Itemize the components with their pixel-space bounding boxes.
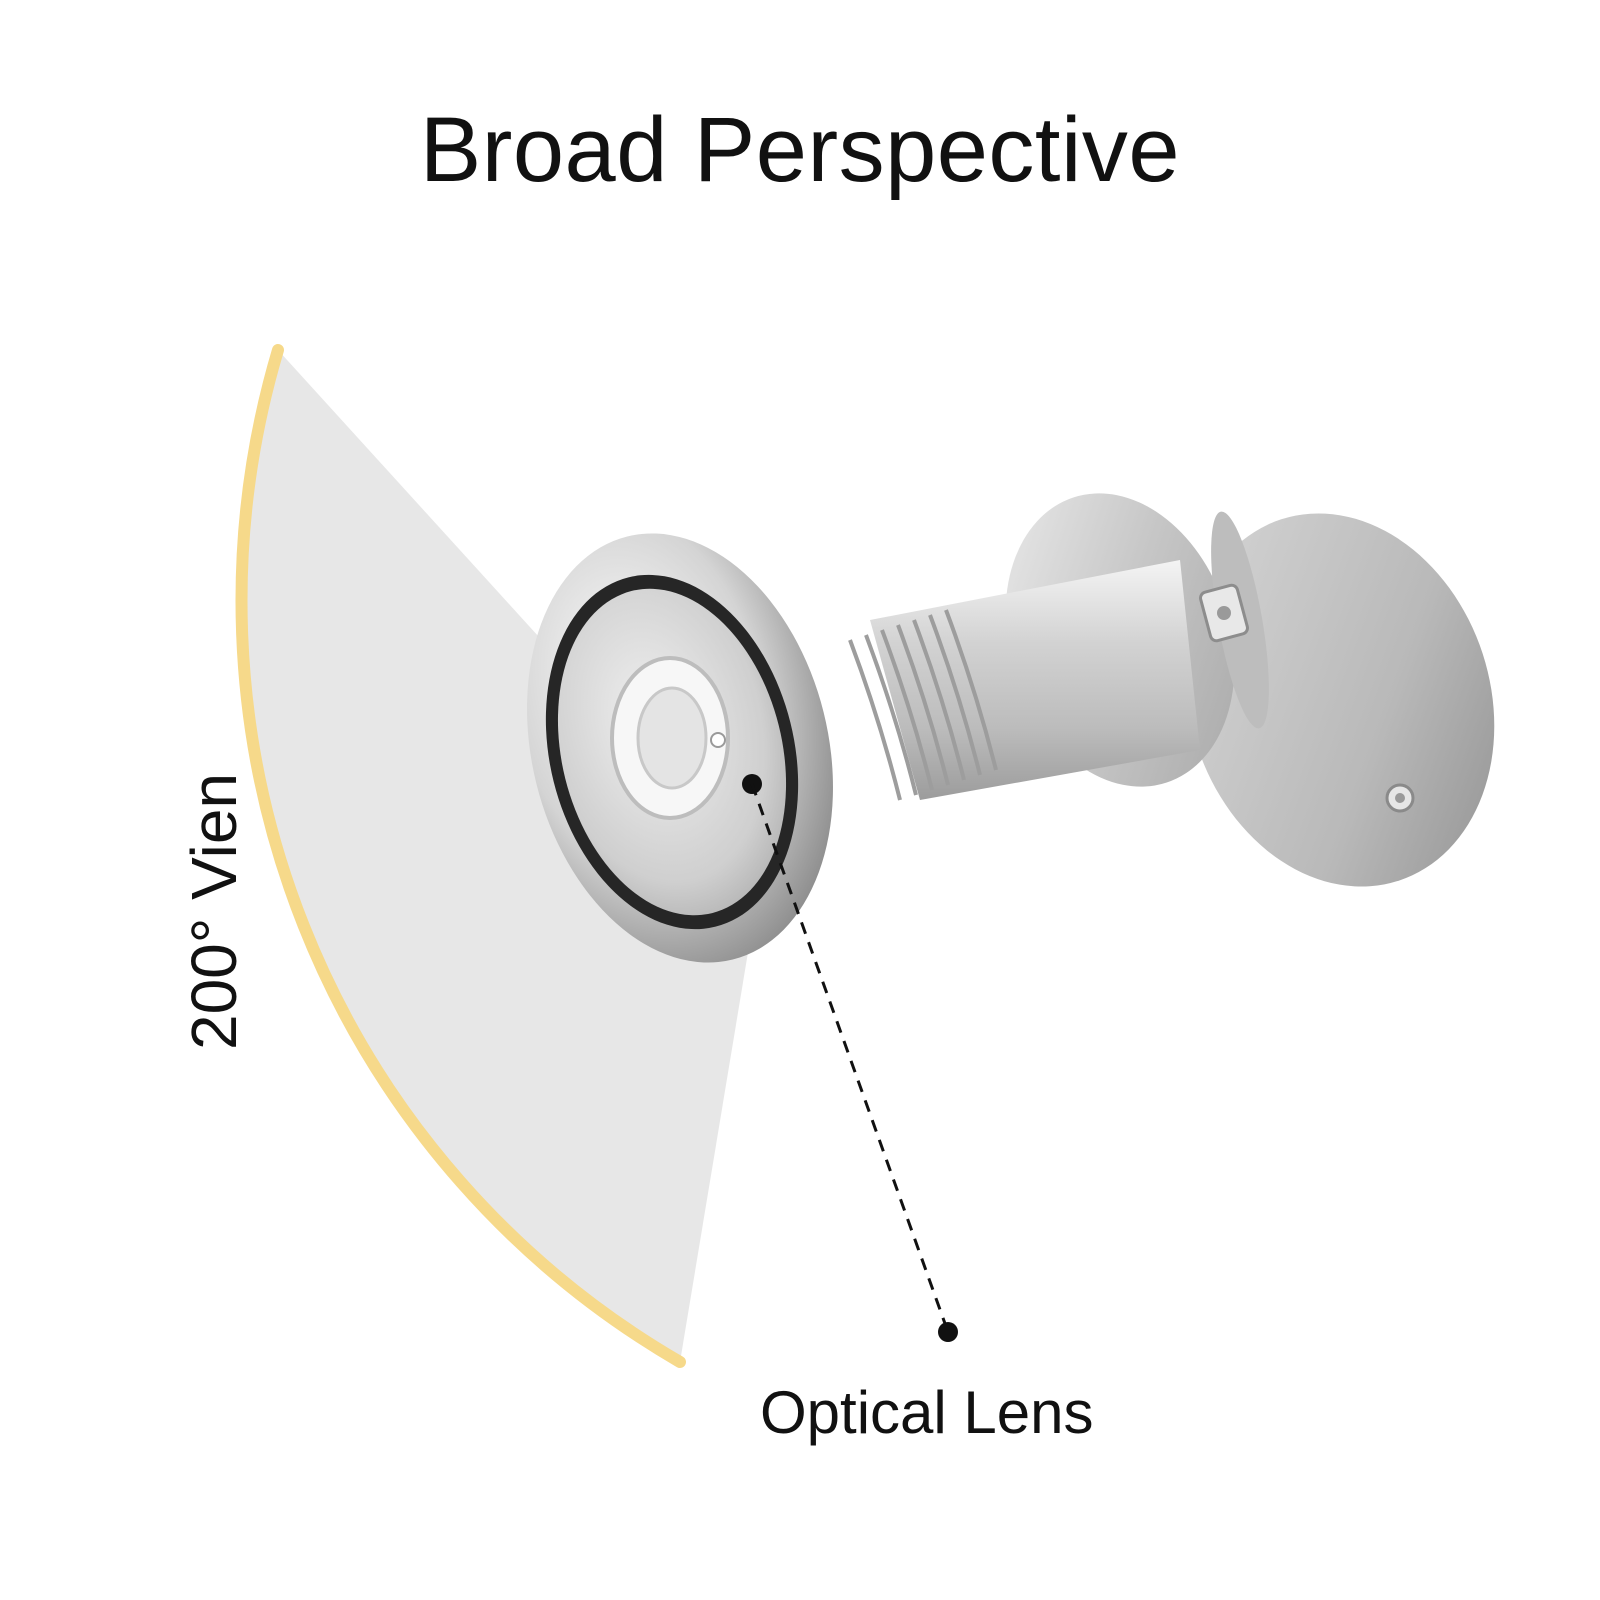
door-peephole-viewer-icon bbox=[527, 493, 1495, 963]
page-title: Broad Perspective bbox=[419, 99, 1181, 201]
view-angle-label: 200° Vien bbox=[178, 773, 250, 1050]
optical-lens-label: Optical Lens bbox=[760, 1379, 1094, 1446]
view-angle-wedge-icon bbox=[235, 344, 760, 1368]
lens-callout-line bbox=[742, 774, 958, 1342]
